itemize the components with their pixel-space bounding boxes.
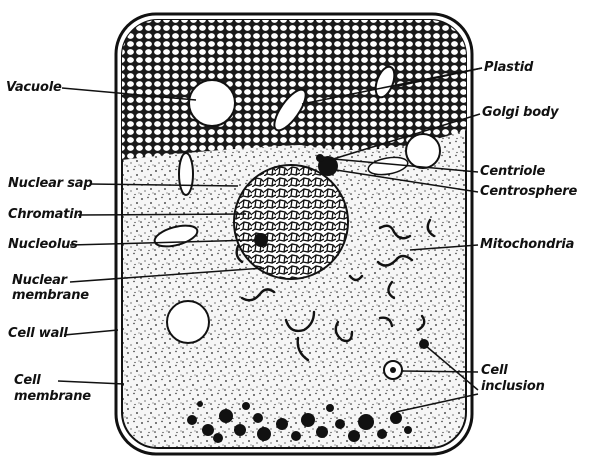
label-chromatin: Chromatin [8,208,83,222]
label-nuclear-sap: Nuclear sap [8,177,92,191]
vacuole-lower [167,301,209,343]
label-vacuole: Vacuole [6,81,62,95]
cell-inclusion-core [390,367,396,373]
label-plastid: Plastid [484,61,533,75]
label-nuclear-line1: Nuclear [12,274,67,288]
label-centrosphere: Centrosphere [480,185,577,199]
vacuole-right [406,134,440,168]
label-cell-wall: Cell wall [8,327,68,341]
plastid-left [179,153,193,195]
label-cell-membrane-line2: membrane [14,390,91,404]
label-nuclear-membrane-line2: membrane [12,289,89,303]
label-centriole: Centriole [480,165,545,179]
label-golgi-body: Golgi body [482,106,558,120]
label-cell-membrane-line1: Cell [14,374,40,388]
nucleolus [254,233,268,247]
label-nucleolus: Nucleolus [8,238,78,252]
vacuole [189,80,235,126]
label-mitochondria: Mitochondria [480,238,574,252]
label-cell-inclusion-line1: Cell [481,364,507,378]
nucleus [234,165,348,279]
label-cell-inclusion-line2: inclusion [481,380,545,394]
